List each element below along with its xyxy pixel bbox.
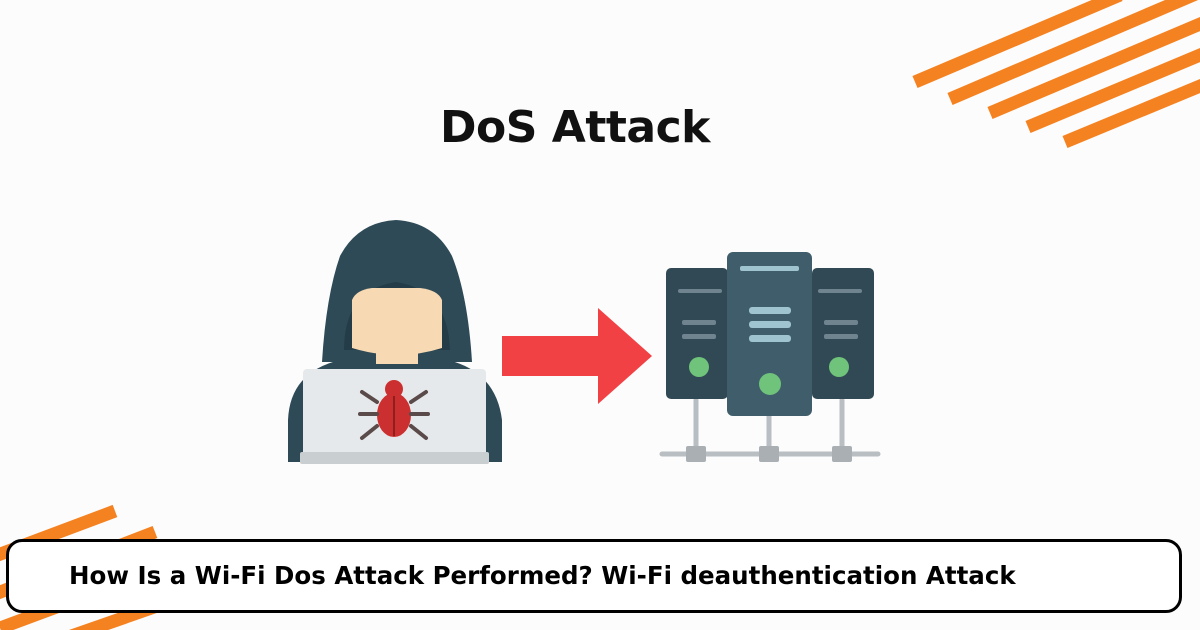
hacker-neck [376, 340, 418, 364]
server-right [812, 268, 874, 399]
hacker-face [352, 288, 442, 355]
server-center [727, 252, 812, 416]
laptop-base [300, 452, 489, 464]
caption-banner: How Is a Wi-Fi Dos Attack Performed? Wi-… [6, 539, 1182, 613]
server-left [666, 268, 728, 399]
caption-text: How Is a Wi-Fi Dos Attack Performed? Wi-… [69, 561, 1016, 590]
arrow-right-icon [502, 308, 652, 404]
page-title: DoS Attack [440, 102, 710, 153]
hacker-icon [288, 220, 502, 464]
bug-icon [358, 380, 430, 440]
server-rack-icon [659, 252, 881, 462]
network-lines [659, 397, 881, 462]
top-right-stripes [912, 0, 1200, 149]
